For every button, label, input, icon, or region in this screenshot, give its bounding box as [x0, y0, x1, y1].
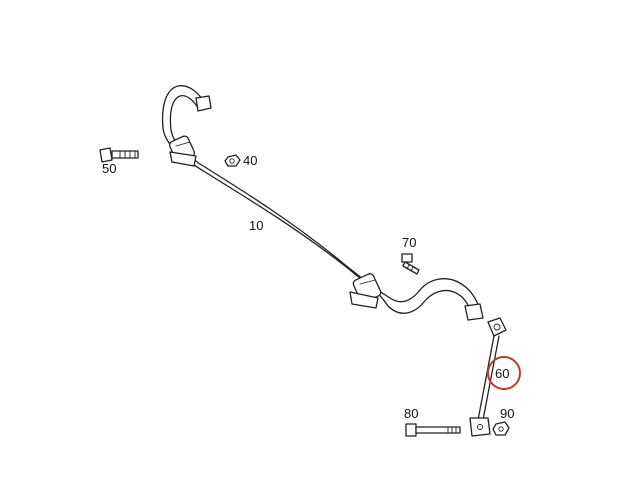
bolt-80 [405, 423, 461, 437]
label-50: 50 [102, 161, 116, 176]
label-80: 80 [404, 406, 418, 421]
label-90: 90 [500, 406, 514, 421]
left-arm-end-tab [195, 95, 212, 112]
nut-90 [492, 421, 510, 436]
right-bushing [349, 273, 382, 309]
link-rod-60 [469, 317, 507, 437]
screw-70 [401, 253, 420, 275]
stabilizer-bar-outline-top [161, 85, 481, 313]
label-10: 10 [249, 218, 263, 233]
highlight-circle-60 [487, 356, 521, 390]
stabilizer-bar [161, 85, 484, 321]
label-60: 60 [495, 366, 509, 381]
bolt-50 [99, 147, 139, 163]
left-bushing [168, 135, 197, 167]
nut-40 [224, 154, 241, 167]
right-arm-end-tab [464, 303, 484, 321]
label-40: 40 [243, 153, 257, 168]
stabilizer-bar-outline-bottom [169, 94, 473, 317]
label-70: 70 [402, 235, 416, 250]
